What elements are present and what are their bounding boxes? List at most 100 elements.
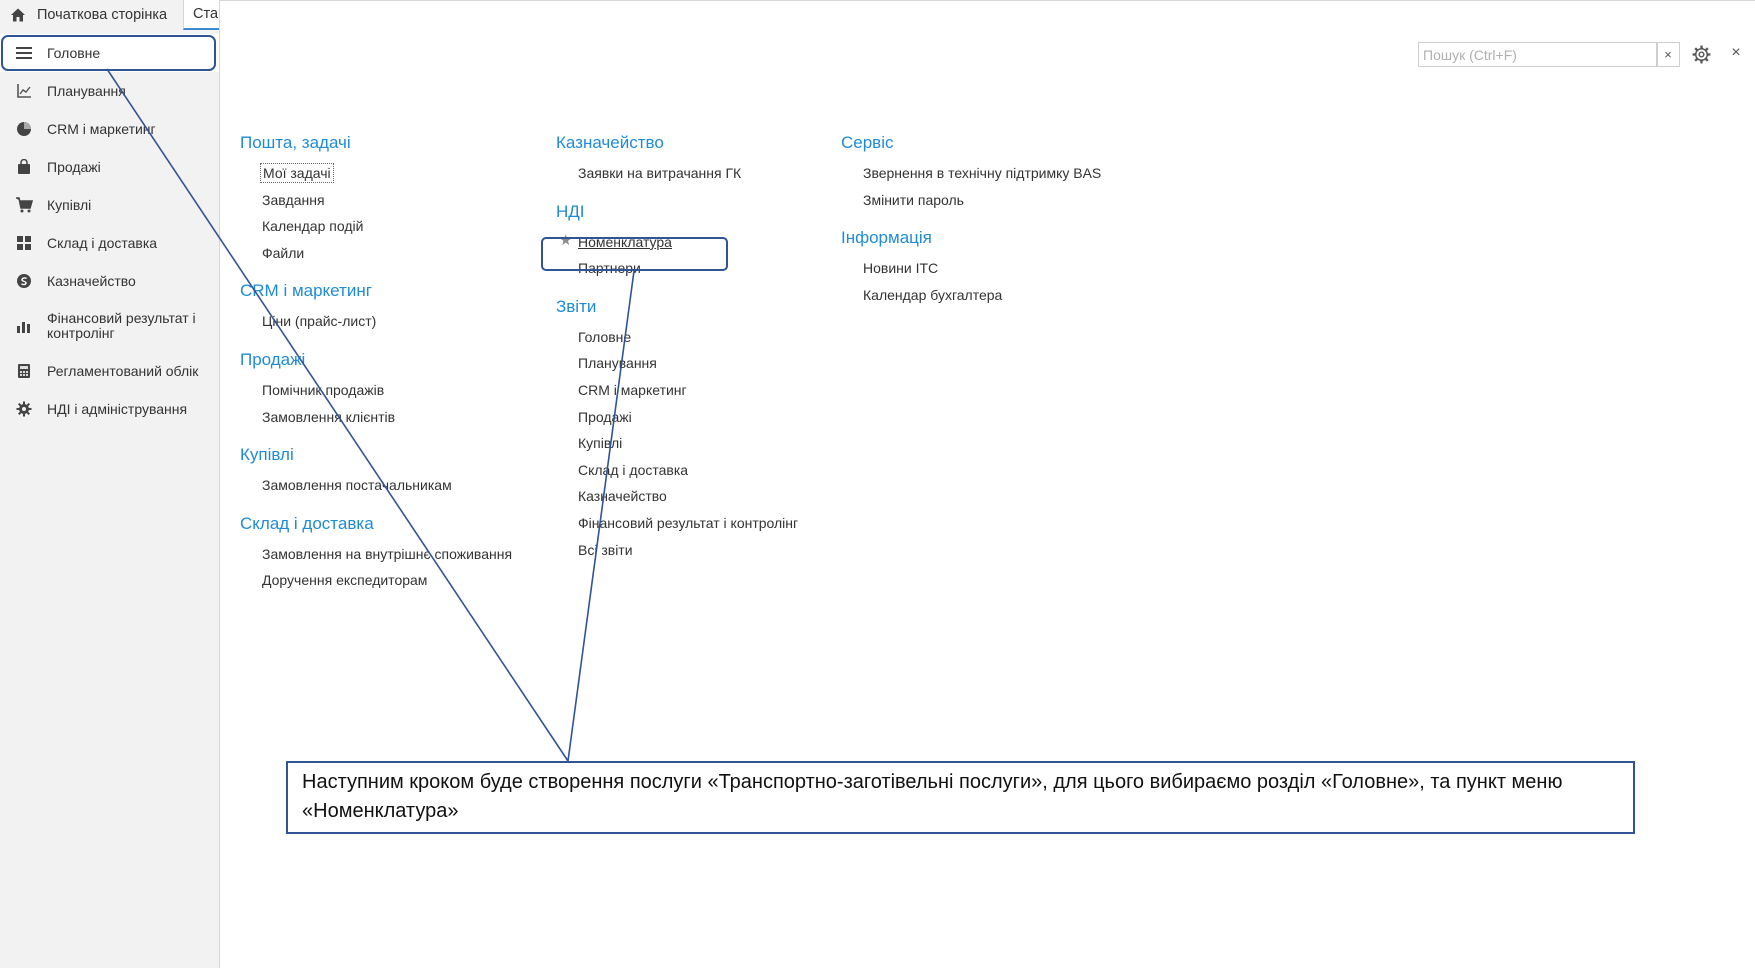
menu-link[interactable]: Доручення експедиторам [240,570,512,597]
group-reports: Звіти Головне Планування CRM і маркетинг… [556,297,798,566]
menu-link-label: Файли [262,244,305,261]
group-info: Інформація Новини ІТС Календар бухгалтер… [841,228,1101,311]
search-input[interactable]: Пошук (Ctrl+F) [1418,42,1658,67]
menu-link-label: Замовлення на внутрішнє споживання [262,545,513,562]
menu-link[interactable]: Всі звіти [556,540,798,567]
sidebar-item-label: Продажі [47,159,101,175]
callout-text: Наступним кроком буде створення послуги … [302,771,1563,822]
group-crm: CRM і маркетинг Ціни (прайс-лист) [240,281,512,338]
sidebar-item-financial-result[interactable]: Фінансовий результат і контролінг [0,300,219,352]
menu-link[interactable]: Продажі [556,407,798,434]
menu-link-label: Ціни (прайс-лист) [262,313,377,330]
sidebar-item-label: Планування [47,83,126,99]
sidebar-item-purchases[interactable]: Купівлі [0,186,219,224]
menu-link[interactable]: Новини ІТС [841,258,1101,285]
calculator-icon [15,362,33,380]
menu-link-label: Заявки на витрачання ГК [578,165,742,181]
group-title[interactable]: НДІ [556,201,585,221]
settings-gear-icon[interactable] [1691,44,1712,65]
menu-link[interactable]: Склад і доставка [556,460,798,487]
search-placeholder: Пошук (Ctrl+F) [1423,46,1517,63]
group-title[interactable]: Купівлі [240,445,294,465]
menu-link[interactable]: Ціни (прайс-лист) [240,311,512,338]
sidebar: Початкова сторінка Ста Головне Плануванн… [0,0,220,968]
group-title[interactable]: Інформація [841,228,932,248]
home-icon [11,8,25,22]
menu-link[interactable]: Замовлення на внутрішнє споживання [240,544,512,571]
menu-link[interactable]: Календар подій [240,216,512,243]
sidebar-item-regulated-accounting[interactable]: Регламентований облік [0,352,219,390]
menu-column-3: Сервіс Звернення в технічну підтримку BA… [841,133,1101,323]
group-warehouse: Склад і доставка Замовлення на внутрішнє… [240,514,512,597]
menu-link[interactable]: CRM і маркетинг [556,380,798,407]
group-mail-tasks: Пошта, задачі Мої задачі Завдання Календ… [240,133,512,269]
menu-link[interactable]: Завдання [240,190,512,217]
menu-link[interactable]: Мої задачі [240,163,512,190]
sidebar-item-crm[interactable]: CRM і маркетинг [0,110,219,148]
group-title[interactable]: Склад і доставка [240,513,374,533]
menu-link-label: Звернення в технічну підтримку BAS [863,165,1102,181]
nomenclature-highlight-box [541,237,728,271]
sidebar-item-label: Фінансовий результат і контролінг [47,310,196,341]
sidebar-item-admin[interactable]: НДІ і адміністрування [0,390,219,428]
menu-link[interactable]: Заявки на витрачання ГК [556,163,798,190]
group-title[interactable]: Сервіс [841,133,894,152]
menu-link-label: Мої задачі [260,163,334,183]
menu-link[interactable]: Головне [556,327,798,354]
menu-link-label: Фінансовий результат і контролінг [578,514,799,531]
sidebar-item-planning[interactable]: Планування [0,72,219,110]
group-sales: Продажі Помічник продажів Замовлення клі… [240,350,512,433]
cart-icon [15,196,33,214]
menu-link-label: Замовлення постачальникам [262,477,452,494]
menu-link[interactable]: Замовлення клієнтів [240,407,512,434]
tab-home[interactable]: Початкова сторінка [0,0,183,30]
menu-link[interactable]: Календар бухгалтера [841,285,1101,312]
sidebar-item-label: Склад і доставка [47,235,158,251]
sidebar-nav: Головне Планування CRM і маркетинг Прода… [0,34,219,428]
group-title[interactable]: Казначейство [556,133,664,152]
menu-link-label: Завдання [262,191,325,208]
tab-home-label: Початкова сторінка [37,7,168,23]
menu-link-label: Календар бухгалтера [863,286,1003,303]
menu-link-label: Головне [578,328,632,345]
menu-link[interactable]: Змінити пароль [841,190,1101,217]
menu-link[interactable]: Замовлення постачальникам [240,475,512,502]
group-treasury: Казначейство Заявки на витрачання ГК [556,133,798,190]
menu-link-label: Всі звіти [578,541,633,558]
search-clear-button[interactable]: × [1656,42,1680,67]
menu-link[interactable]: Казначейство [556,486,798,513]
sidebar-item-label: НДІ і адміністрування [47,401,188,417]
menu-link[interactable]: Купівлі [556,433,798,460]
sidebar-item-label: Регламентований облік [47,363,199,379]
sidebar-item-sales[interactable]: Продажі [0,148,219,186]
top-border [219,0,1755,1]
menu-link[interactable]: Файли [240,243,512,270]
sidebar-item-treasury[interactable]: Казначейство [0,262,219,300]
sidebar-item-main[interactable]: Головне [0,34,219,72]
group-title[interactable]: Продажі [240,349,306,369]
menu-link[interactable]: Планування [556,353,798,380]
group-title[interactable]: Пошта, задачі [240,133,351,152]
sidebar-item-label: Купівлі [47,197,92,213]
group-title[interactable]: CRM і маркетинг [240,281,372,301]
pie-chart-icon [15,120,33,138]
menu-link-label: Доручення експедиторам [262,572,428,589]
tab-start[interactable]: Ста [183,0,219,30]
grid-icon [15,234,33,252]
gear-icon [15,400,33,418]
menu-link[interactable]: Звернення в технічну підтримку BAS [841,163,1101,190]
menu-column-2: Казначейство Заявки на витрачання ГК НДІ… [556,133,798,578]
coin-icon [15,272,33,290]
sidebar-item-warehouse[interactable]: Склад і доставка [0,224,219,262]
group-title[interactable]: Звіти [556,296,597,316]
menu-link-label: Помічник продажів [262,381,385,398]
menu-link-label: Змінити пароль [863,191,964,208]
menu-link[interactable]: Фінансовий результат і контролінг [556,513,798,540]
menu-link[interactable]: Помічник продажів [240,380,512,407]
menu-link-label: Новини ІТС [863,260,939,277]
menu-lines-icon [15,44,33,62]
sidebar-item-label: Головне [47,45,101,61]
sidebar-item-label: Казначейство [47,273,136,289]
close-button[interactable]: × [1731,44,1741,61]
bar-chart-icon [15,317,33,335]
